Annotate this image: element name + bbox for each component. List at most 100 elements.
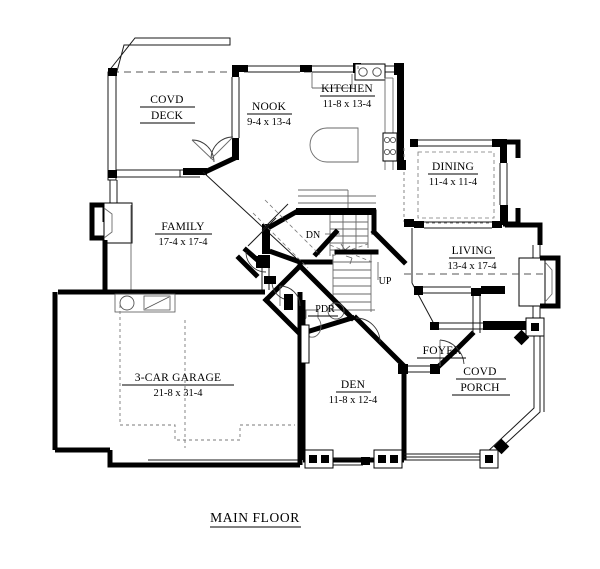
mud-pier — [264, 276, 276, 284]
room-living: LIVING 13-4 x 17-4 — [404, 221, 561, 330]
pdr-wall-nw — [262, 262, 304, 304]
winder-dash-b — [331, 243, 369, 257]
porch-col-n-core — [531, 323, 539, 331]
drawing-title-group: MAIN FLOOR — [210, 510, 301, 528]
den-pier-s — [361, 457, 370, 465]
porch-col-w-core-a — [378, 455, 386, 463]
room-label-kitchen: KITCHEN — [321, 83, 373, 95]
core-dash-b — [252, 212, 309, 269]
living-wall-s-stub — [481, 286, 505, 294]
dining-wall-n-right — [492, 139, 504, 147]
cooktop-burner-2 — [389, 136, 396, 143]
washer-icon — [119, 295, 135, 311]
deck-door-swing-a — [210, 136, 234, 160]
dining-corner-ne — [503, 139, 521, 158]
living-bay-wall — [540, 255, 561, 309]
lav-faucet — [330, 304, 335, 309]
dining-pier-w — [397, 160, 406, 170]
room-label-family: FAMILY — [161, 221, 205, 233]
dining-pier-se — [500, 205, 508, 225]
porch-col-w-base — [373, 449, 403, 469]
lav-sink-icon — [327, 302, 345, 320]
core-line-a — [261, 203, 289, 231]
foyer-pier-ne — [471, 288, 481, 296]
room-label-garage: 3-CAR GARAGE — [135, 372, 221, 384]
stair-down-label: DN — [306, 230, 320, 241]
dryer-icon — [143, 295, 171, 311]
room-dim-garage: 21-8 x 31-4 — [154, 388, 204, 399]
porch-col-s-core — [485, 455, 493, 463]
porch-col-den-base — [304, 449, 334, 469]
room-label-pdr: PDR — [315, 304, 335, 315]
kitchen-island — [309, 127, 359, 163]
room-label-living: LIVING — [452, 245, 493, 257]
room-label-nook: NOOK — [252, 101, 287, 113]
core-wall-s — [235, 254, 260, 279]
den-window-w — [300, 324, 310, 364]
deck-door-leaf-a — [211, 136, 234, 159]
room-foyer: FOYER — [417, 288, 481, 374]
living-pier-sw — [430, 322, 439, 330]
dining-tray-ceiling — [417, 151, 495, 219]
porch-slab-edge-outer — [404, 330, 541, 461]
porch-col-den-core-a — [309, 455, 317, 463]
winder-arrow-b — [345, 255, 353, 265]
stair-wall-diag-ne — [370, 228, 408, 266]
stair-wall-winder-diag — [312, 228, 340, 258]
cooktop-burner-1 — [383, 136, 390, 143]
family-bay-recess — [103, 202, 133, 244]
room-nook: NOOK 9-4 x 13-4 — [191, 65, 312, 259]
core-door-swing — [245, 251, 267, 273]
porch-col-den-core-b — [321, 455, 329, 463]
nook-corner-nw — [232, 65, 239, 77]
pdr-wall-ne — [296, 262, 356, 322]
room-dim-kitchen: 11-8 x 13-4 — [323, 99, 372, 110]
kitchen-cooktop — [382, 132, 398, 162]
room-dim-nook: 9-4 x 13-4 — [247, 117, 291, 128]
stair-wall-n — [296, 208, 376, 215]
room-label-foyer: FOYER — [423, 345, 462, 357]
stairs-assembly: DN UP — [264, 189, 408, 312]
living-wall-s — [483, 321, 541, 330]
deck-post-nw — [108, 68, 117, 76]
room-dim-den: 11-8 x 12-4 — [329, 395, 378, 406]
room-label-dining: DINING — [432, 161, 474, 173]
room-label-covd-deck-line1: COVD — [150, 94, 183, 106]
kitchen-sink — [354, 63, 386, 81]
kitchen-sink-basin-left — [358, 67, 368, 77]
family-utility-box — [114, 293, 176, 313]
nook-wall-diag-nw — [201, 154, 239, 176]
den-entry-swing — [355, 317, 381, 343]
core-dash-a — [264, 199, 321, 256]
family-bay-w — [89, 202, 105, 241]
room-kitchen: KITCHEN 11-8 x 13-4 — [309, 63, 404, 170]
family-bay-window-glass — [103, 207, 113, 239]
deck-beam-s — [183, 168, 207, 175]
room-dim-family: 17-4 x 17-4 — [159, 237, 209, 248]
nook-wall-n-left — [232, 65, 248, 72]
dryer-diagonal — [144, 296, 170, 310]
winder-arrow-a — [340, 243, 351, 251]
pdr-wall-sw — [262, 296, 304, 338]
living-pier-nw — [414, 221, 424, 228]
porch-column-west — [373, 449, 403, 469]
living-bay-window-glass — [544, 261, 553, 303]
dining-corner-nw — [410, 139, 418, 147]
living-foyer-pier — [414, 286, 423, 295]
room-dim-living: 13-4 x 17-4 — [448, 261, 498, 272]
kitchen-wall-e — [397, 63, 404, 168]
nook-wall-n-right — [300, 65, 312, 72]
den-door-jamb — [398, 364, 408, 374]
room-label-den: DEN — [341, 379, 366, 391]
pdr-door-swing — [279, 285, 301, 307]
nook-wall-w-lower — [232, 138, 239, 160]
room-dim-dining: 11-4 x 11-4 — [429, 177, 478, 188]
entry-door-swing — [439, 339, 465, 365]
drawing-title: MAIN FLOOR — [210, 510, 300, 525]
stair-up-label: UP — [379, 276, 392, 287]
foyer-wall-diag-s2 — [454, 330, 476, 352]
living-wall-n-east — [505, 222, 543, 245]
porch-column-den-sw — [304, 449, 334, 469]
